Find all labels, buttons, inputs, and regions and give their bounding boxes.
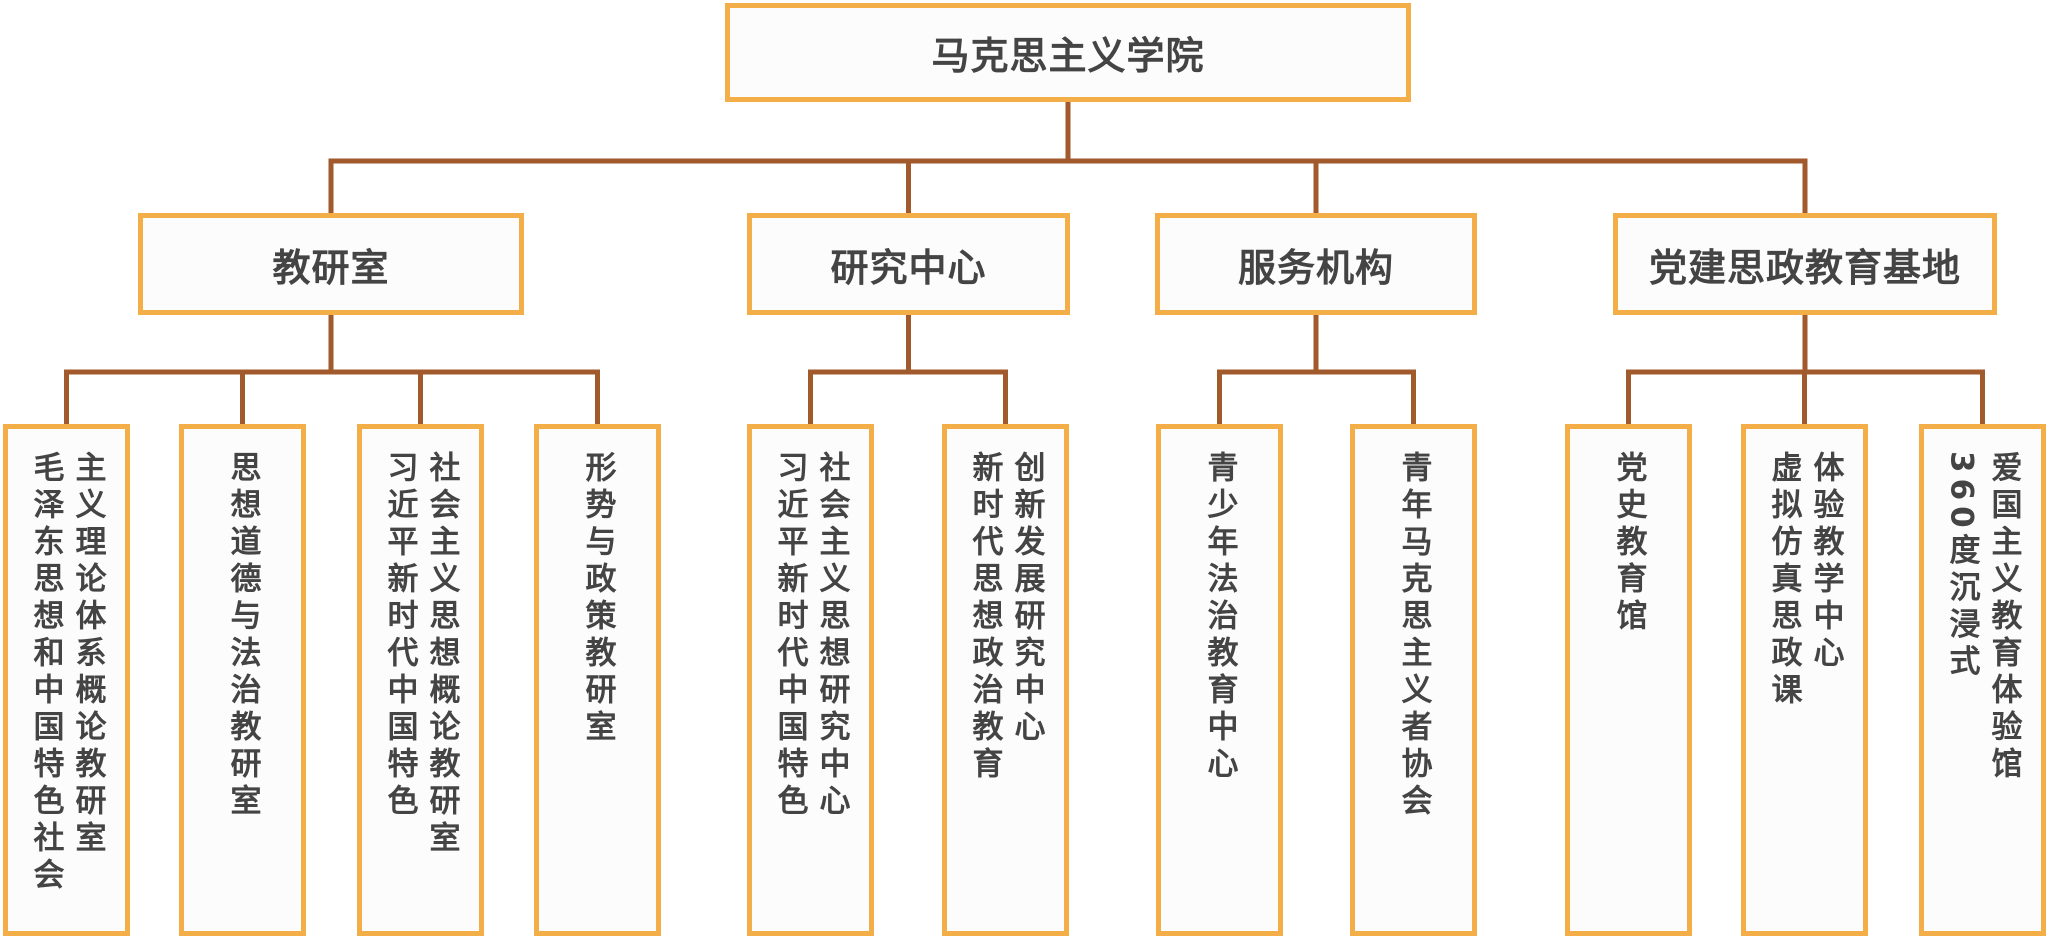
root-node: 马克思主义学院 — [725, 3, 1411, 102]
leaf-node: 青年马克思主义者协会 — [1350, 424, 1477, 936]
leaf-label-line: 主义理论体系概论教研室 — [69, 451, 106, 858]
leaf-label-line: 爱国主义教育体验馆 — [1985, 451, 2022, 784]
leaf-label-line: 创新发展研究中心 — [1008, 451, 1045, 747]
leaf-label-line: 新时代思想政治教育 — [966, 451, 1003, 784]
leaf-node: 习近平新时代中国特色社会主义思想研究中心 — [747, 424, 874, 936]
group-node: 服务机构 — [1155, 213, 1477, 315]
leaf-label-line: 青年马克思主义者协会 — [1395, 451, 1432, 821]
leaf-node: 青少年法治教育中心 — [1156, 424, 1283, 936]
leaf-label-line: 党史教育馆 — [1610, 451, 1647, 636]
leaf-node: 党史教育馆 — [1565, 424, 1692, 936]
group-node: 党建思政教育基地 — [1613, 213, 1997, 315]
leaf-label-line: 社会主义思想概论教研室 — [423, 451, 460, 858]
leaf-label-line: 360度沉浸式 — [1943, 451, 1980, 682]
leaf-node: 虚拟仿真思政课体验教学中心 — [1741, 424, 1868, 936]
leaf-label-line: 毛泽东思想和中国特色社会 — [27, 451, 64, 895]
group-label: 党建思政教育基地 — [1648, 245, 1961, 290]
group-node: 研究中心 — [747, 213, 1070, 315]
leaf-label-line: 体验教学中心 — [1807, 451, 1844, 673]
leaf-label-line: 习近平新时代中国特色 — [381, 451, 418, 821]
group-node: 教研室 — [138, 213, 524, 315]
root-label: 马克思主义学院 — [931, 34, 1205, 78]
group-label: 教研室 — [272, 245, 390, 290]
leaf-label-line: 社会主义思想研究中心 — [813, 451, 850, 821]
leaf-label-line: 青少年法治教育中心 — [1201, 451, 1238, 784]
leaf-label-line: 习近平新时代中国特色 — [771, 451, 808, 821]
leaf-node: 新时代思想政治教育创新发展研究中心 — [942, 424, 1069, 936]
leaf-label-line: 形势与政策教研室 — [579, 451, 616, 747]
leaf-node: 形势与政策教研室 — [534, 424, 661, 936]
group-label: 服务机构 — [1237, 245, 1394, 290]
group-label: 研究中心 — [830, 245, 987, 290]
leaf-label-line: 虚拟仿真思政课 — [1765, 451, 1802, 710]
leaf-node: 毛泽东思想和中国特色社会主义理论体系概论教研室 — [3, 424, 130, 936]
leaf-node: 360度沉浸式爱国主义教育体验馆 — [1919, 424, 2046, 936]
leaf-node: 思想道德与法治教研室 — [179, 424, 306, 936]
leaf-label-line: 思想道德与法治教研室 — [224, 451, 261, 821]
leaf-node: 习近平新时代中国特色社会主义思想概论教研室 — [357, 424, 484, 936]
